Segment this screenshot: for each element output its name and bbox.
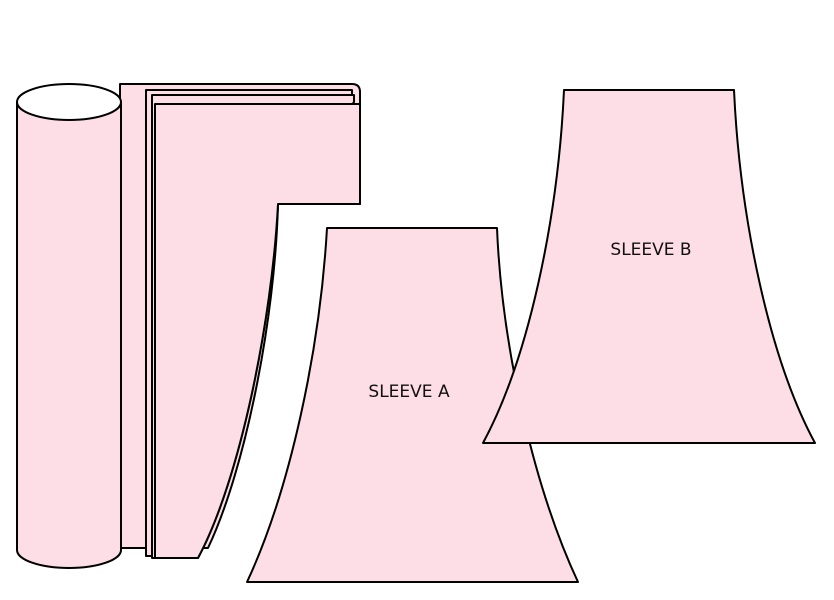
fabric-roll-body — [16, 101, 122, 569]
sleeve-a-shape — [246, 227, 579, 583]
sleeve-a-piece: SLEEVE A — [246, 227, 579, 583]
fabric-roll-top — [16, 83, 122, 121]
sleeve-a-label: SLEEVE A — [368, 382, 450, 402]
sleeve-b-shape — [482, 89, 816, 444]
sleeve-b-label: SLEEVE B — [610, 240, 691, 260]
folded-fabric-front-panel — [154, 103, 361, 559]
fabric-roll — [16, 83, 122, 569]
folded-fabric — [119, 83, 361, 559]
sleeve-b-piece: SLEEVE B — [482, 89, 816, 444]
